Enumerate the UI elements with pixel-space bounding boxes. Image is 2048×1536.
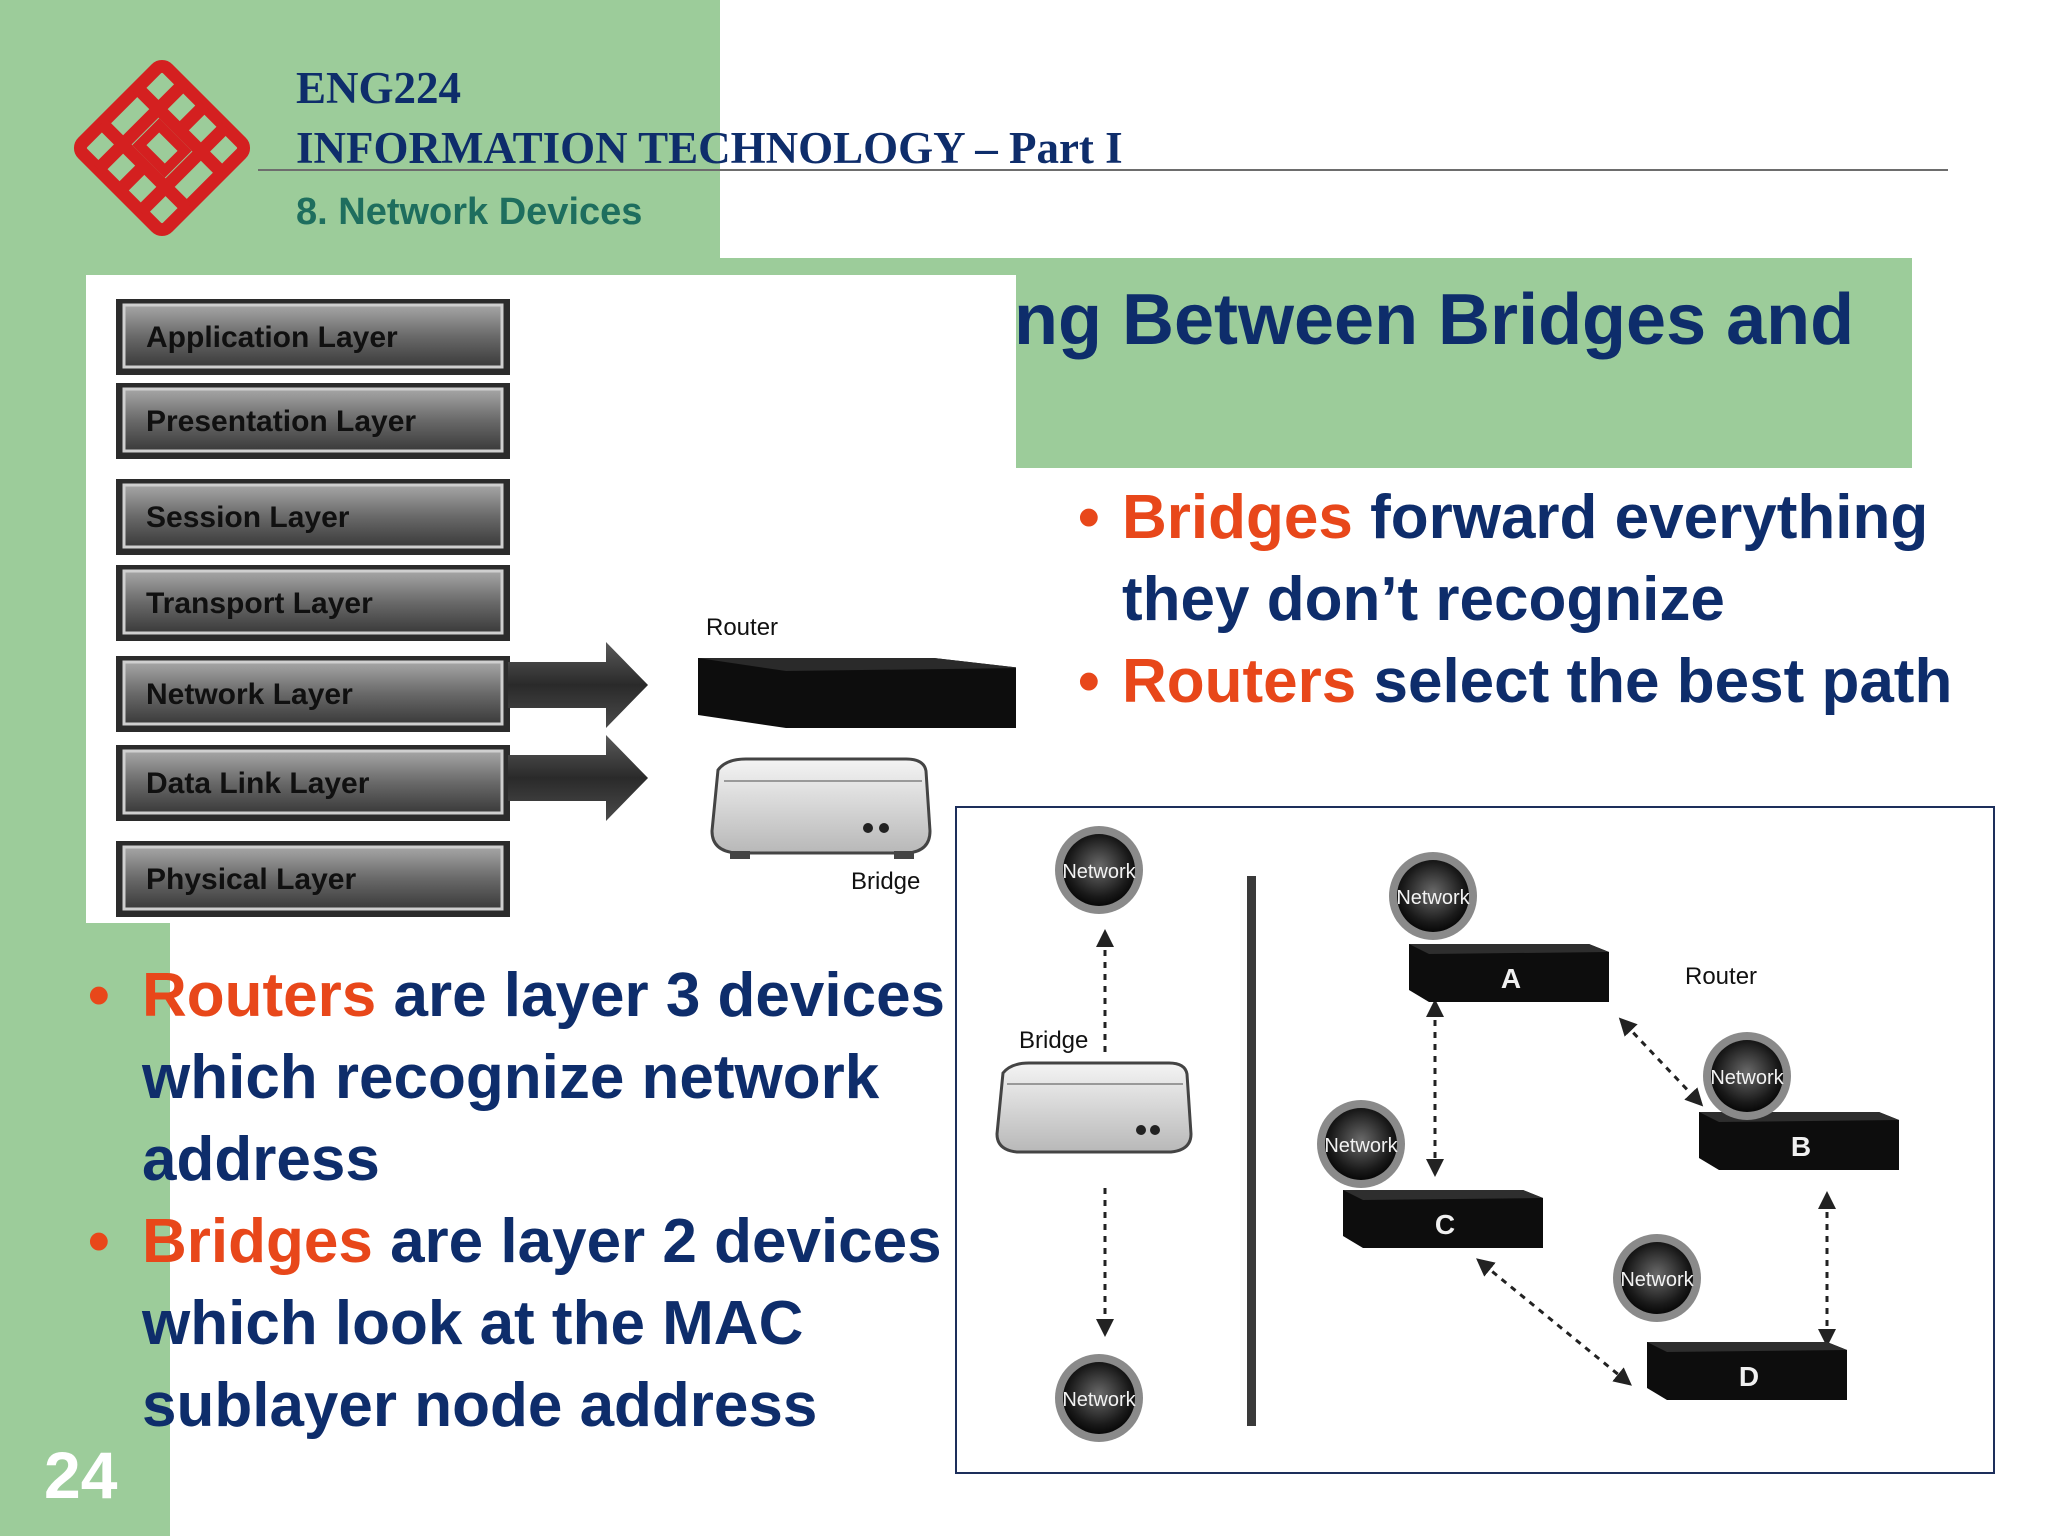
- bullet-highlight: Routers: [1122, 647, 1357, 716]
- network-cloud-icon: Network: [1703, 1032, 1791, 1120]
- arrow-to-bridge-icon: [508, 735, 648, 821]
- router-icon: [698, 658, 1022, 728]
- osi-layer-box: Data Link Layer: [116, 745, 510, 821]
- router-icon: C: [1343, 1190, 1543, 1248]
- header-divider: [258, 169, 1948, 171]
- osi-layer-box: Transport Layer: [116, 565, 510, 641]
- bullet-right-item: • Routers select the best path: [1078, 641, 2048, 723]
- bullet-highlight: Routers: [142, 961, 377, 1030]
- bullet-text: forward everything they don’t recognize: [1122, 483, 1929, 634]
- osi-layer-box: Network Layer: [116, 656, 510, 732]
- bullet-highlight: Bridges: [1122, 483, 1353, 552]
- diagram-divider: [1247, 876, 1256, 1426]
- osi-layer-box: Presentation Layer: [116, 383, 510, 459]
- network-label: Network: [1620, 1269, 1694, 1291]
- bullet-text: are layer 2 devices which look at the MA…: [142, 1207, 942, 1440]
- bullet-right-item: • Bridges forward everything they don’t r…: [1078, 477, 2048, 641]
- bridge-icon: [995, 1061, 1193, 1154]
- network-label: Network: [1396, 887, 1470, 909]
- network-label: Network: [1324, 1135, 1398, 1157]
- network-cloud-icon: Network: [1055, 826, 1143, 914]
- bullet-dot-icon: •: [88, 1207, 110, 1276]
- network-label: Network: [1062, 1389, 1136, 1411]
- section-title: 8. Network Devices: [296, 191, 643, 233]
- dotted-link: [1618, 1017, 1704, 1107]
- bullet-dot-icon: •: [88, 961, 110, 1030]
- dotted-link: [1476, 1258, 1632, 1386]
- arrow-to-router-icon: [508, 642, 648, 728]
- network-cloud-icon: Network: [1055, 1354, 1143, 1442]
- osi-layer-label: Session Layer: [146, 501, 350, 534]
- bullet-highlight: Bridges: [142, 1207, 373, 1276]
- osi-layer-label: Presentation Layer: [146, 405, 416, 438]
- osi-layer-label: Data Link Layer: [146, 767, 370, 800]
- router-letter: D: [1739, 1361, 1759, 1392]
- network-cloud-icon: Network: [1613, 1234, 1701, 1322]
- course-code: ENG224: [296, 63, 462, 113]
- bullet-dot-icon: •: [1078, 647, 1100, 716]
- bridge-icon: [710, 757, 932, 859]
- router-icon: B: [1699, 1112, 1899, 1170]
- router-icon: A: [1409, 944, 1609, 1002]
- bullet-text: select the best path: [1356, 647, 1953, 716]
- bullet-dot-icon: •: [1078, 483, 1100, 552]
- osi-layer-label: Transport Layer: [146, 587, 373, 620]
- polyu-logo-icon: [73, 59, 251, 237]
- osi-layer-box: Physical Layer: [116, 841, 510, 917]
- osi-layer-label: Application Layer: [146, 321, 398, 354]
- network-label: Network: [1710, 1067, 1784, 1089]
- router-letter: B: [1791, 1131, 1811, 1162]
- router-label: Router: [706, 614, 778, 641]
- osi-layer-box: Application Layer: [116, 299, 510, 375]
- osi-layer-box: Session Layer: [116, 479, 510, 555]
- osi-layer-label: Network Layer: [146, 678, 353, 711]
- router-icon: D: [1647, 1342, 1847, 1400]
- network-cloud-icon: Network: [1317, 1100, 1405, 1188]
- bullet-text: are layer 3 devices which recognize netw…: [142, 961, 946, 1194]
- bridge-label: Bridge: [851, 868, 920, 895]
- router-letter: C: [1435, 1209, 1455, 1240]
- router-letter: A: [1501, 963, 1521, 994]
- bullet-left-item: • Routers are layer 3 devices which recog…: [88, 955, 968, 1201]
- bridge-label: Bridge: [1019, 1027, 1088, 1054]
- network-cloud-icon: Network: [1389, 852, 1477, 940]
- slide-number: 24: [44, 1438, 118, 1512]
- osi-layer-label: Physical Layer: [146, 863, 356, 896]
- course-title: INFORMATION TECHNOLOGY – Part I: [296, 123, 1123, 173]
- network-label: Network: [1062, 861, 1136, 883]
- bullet-left-item: • Bridges are layer 2 devices which look …: [88, 1201, 968, 1447]
- bullets-right: • Bridges forward everything they don’t r…: [1078, 477, 2048, 723]
- bullets-left: • Routers are layer 3 devices which recog…: [88, 955, 968, 1447]
- router-label: Router: [1685, 963, 1757, 990]
